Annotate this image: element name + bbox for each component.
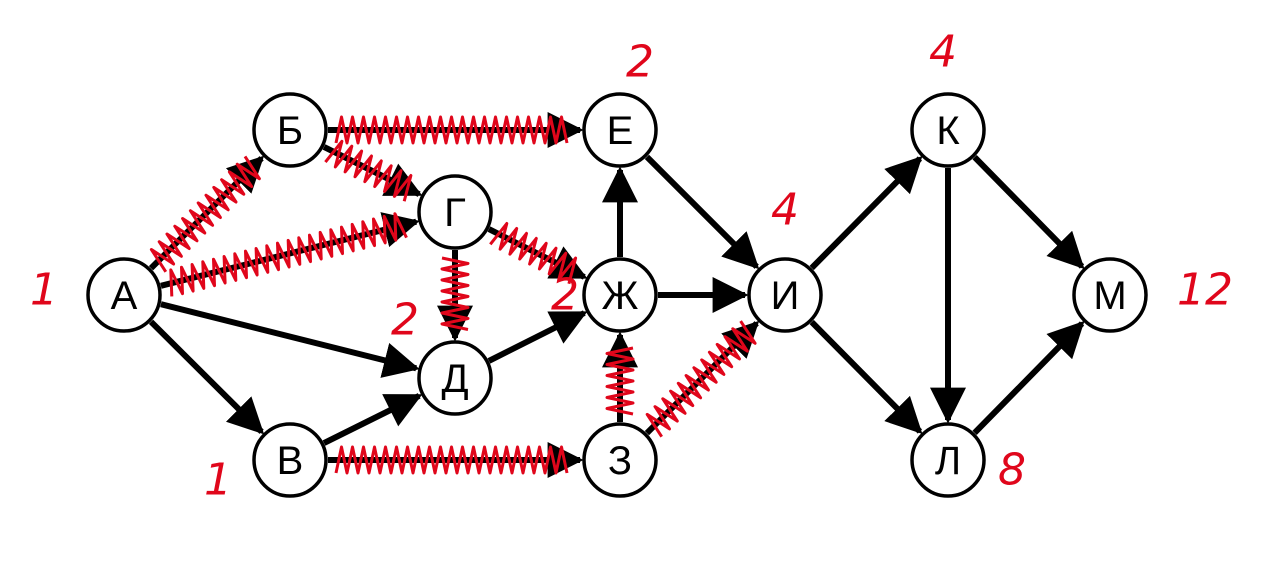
annotation-A: 1 bbox=[30, 265, 58, 316]
node-circle bbox=[417, 340, 493, 416]
node-V: В bbox=[252, 422, 328, 498]
node-L: Л bbox=[910, 422, 986, 498]
node-label: Б bbox=[277, 109, 303, 153]
crossed-out-mark-B-E bbox=[334, 115, 569, 145]
node-Zh: Ж bbox=[582, 257, 658, 333]
node-Z: З bbox=[582, 422, 658, 498]
node-D: Д bbox=[417, 340, 493, 416]
node-label: Л bbox=[935, 439, 961, 483]
crossed-out-mark-G-Zh bbox=[489, 222, 578, 285]
node-circle bbox=[1072, 257, 1148, 333]
edge-D-Zh bbox=[487, 310, 588, 364]
node-G: Г bbox=[417, 174, 493, 250]
edge-A-D bbox=[160, 301, 420, 378]
edge-E-I bbox=[644, 154, 760, 270]
node-circle bbox=[86, 257, 162, 333]
annotation-Zh: 2 bbox=[551, 270, 579, 321]
node-circle bbox=[910, 422, 986, 498]
edge-I-L bbox=[809, 319, 923, 435]
node-label: Е bbox=[607, 109, 634, 153]
edge-I-K bbox=[809, 155, 923, 271]
node-circle bbox=[252, 422, 328, 498]
crossed-out-mark-Z-Zh bbox=[605, 346, 635, 416]
crossed-out-marks-layer bbox=[149, 115, 757, 475]
node-circle bbox=[582, 92, 658, 168]
node-circle bbox=[582, 257, 658, 333]
edge-V-D bbox=[322, 393, 423, 446]
node-M: М bbox=[1072, 257, 1148, 333]
crossed-out-mark-A-B bbox=[149, 155, 261, 273]
node-I: И bbox=[747, 257, 823, 333]
node-label: И bbox=[771, 274, 800, 318]
node-circle bbox=[910, 92, 986, 168]
annotation-I: 4 bbox=[771, 185, 799, 236]
annotation-L: 8 bbox=[998, 445, 1026, 496]
node-label: К bbox=[936, 109, 960, 153]
annotation-D: 2 bbox=[391, 295, 419, 346]
node-label: А bbox=[111, 274, 138, 318]
node-circle bbox=[582, 422, 658, 498]
node-label: М bbox=[1093, 274, 1126, 318]
crossed-out-mark-Z-I bbox=[645, 320, 757, 438]
node-label: З bbox=[608, 439, 632, 483]
edge-A-V bbox=[148, 319, 265, 435]
crossed-out-mark-V-Z bbox=[334, 445, 569, 475]
annotation-V: 1 bbox=[204, 455, 232, 506]
node-label: Г bbox=[444, 191, 466, 235]
node-B: Б bbox=[252, 92, 328, 168]
node-A: А bbox=[86, 257, 162, 333]
annotation-K: 4 bbox=[929, 27, 957, 78]
node-label: Ж bbox=[602, 274, 639, 318]
node-circle bbox=[252, 92, 328, 168]
annotation-M: 12 bbox=[1177, 265, 1233, 316]
node-label: Д bbox=[441, 357, 468, 401]
node-K: К bbox=[910, 92, 986, 168]
node-E: Е bbox=[582, 92, 658, 168]
crossed-out-mark-G-D bbox=[440, 256, 470, 331]
edge-K-M bbox=[972, 154, 1085, 270]
crossed-out-mark-A-G bbox=[169, 212, 408, 297]
crossed-out-mark-B-G bbox=[324, 139, 413, 202]
node-circle bbox=[417, 174, 493, 250]
nodes-layer: А Б В Г Д Е Ж З И К Л М bbox=[86, 92, 1148, 498]
node-label: В bbox=[277, 439, 304, 483]
edge-L-M bbox=[972, 320, 1085, 436]
annotation-E: 2 bbox=[626, 37, 654, 88]
node-circle bbox=[747, 257, 823, 333]
